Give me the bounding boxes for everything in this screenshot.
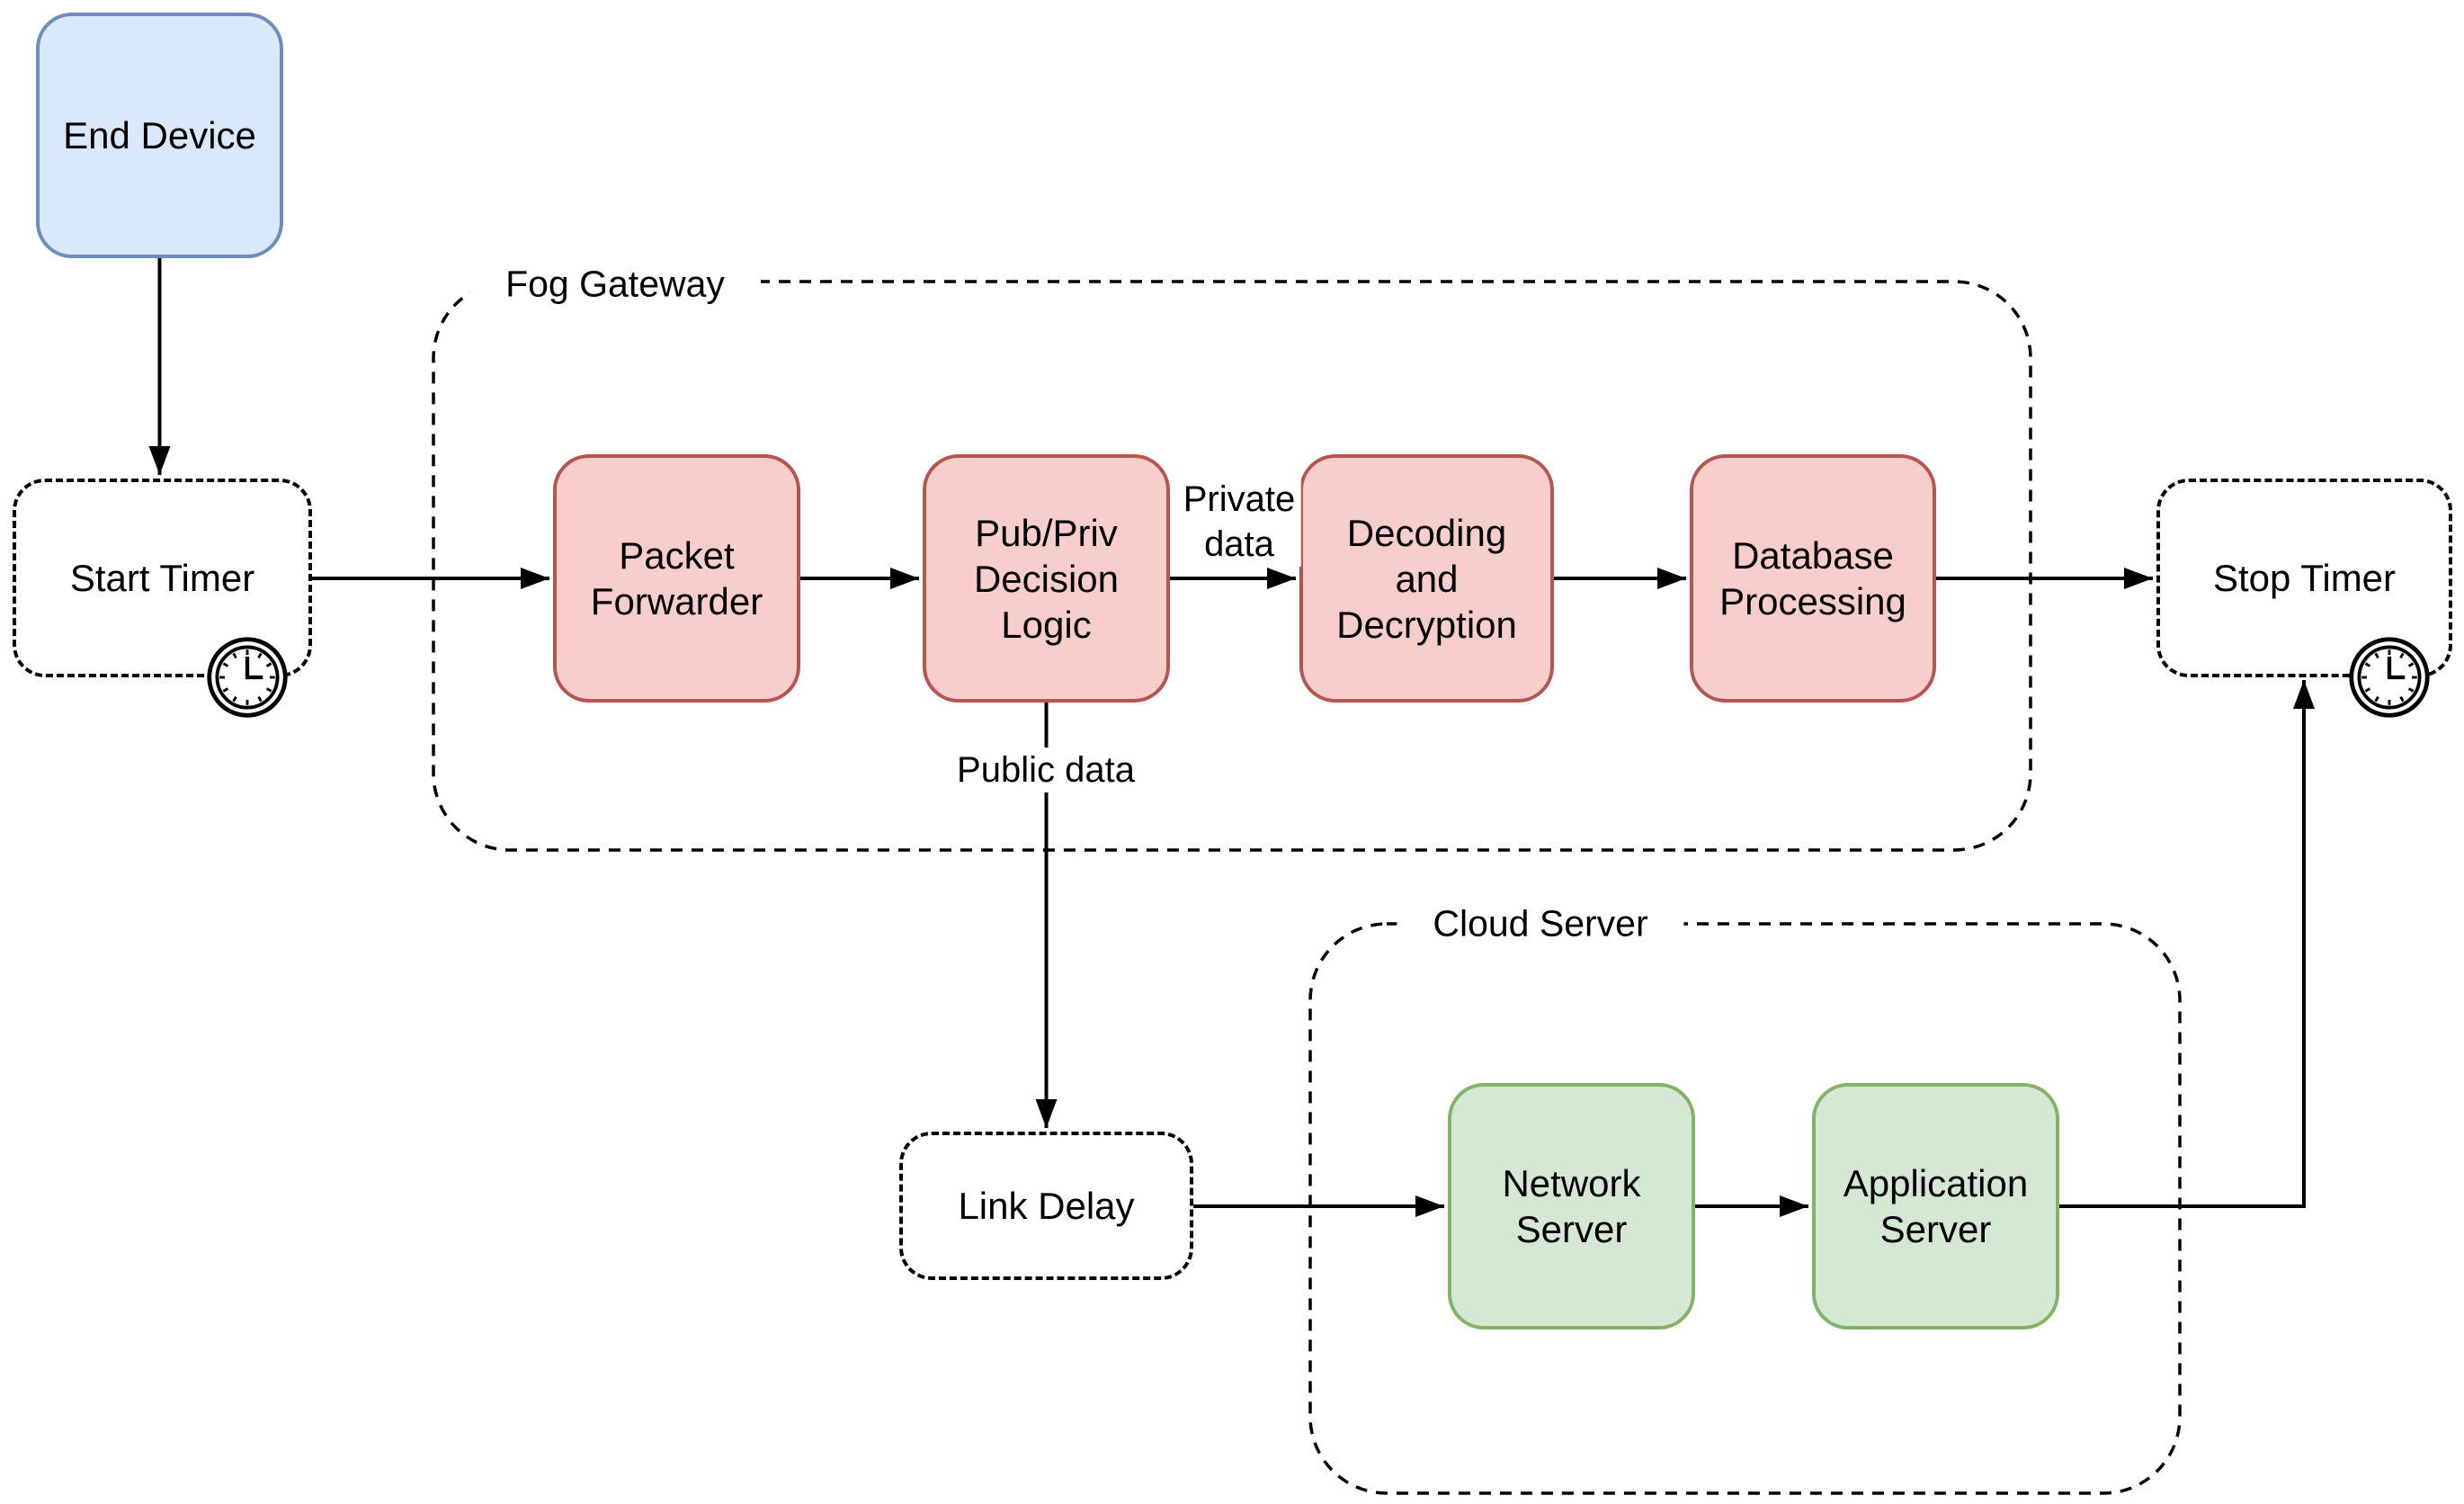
pub-priv-decision-logic-node: Pub/Priv Decision Logic (923, 454, 1170, 703)
fog-gateway-container-outline (432, 280, 2032, 852)
end-device-node: End Device (36, 13, 283, 258)
packet-forwarder-node: Packet Forwarder (553, 454, 800, 703)
clock-icon (2349, 637, 2430, 718)
link-delay-label: Link Delay (958, 1185, 1135, 1227)
application-server-label: Application Server (1843, 1162, 2029, 1250)
edge-application-server-to-stop-timer (2059, 680, 2315, 1208)
database-processing-node: Database Processing (1690, 454, 1936, 703)
end-device-label: End Device (63, 114, 256, 157)
fog-gateway-title: Fog Gateway (469, 263, 761, 306)
decoding-and-decryption-label: Decoding and Decryption (1336, 511, 1517, 646)
link-delay-node: Link Delay (899, 1132, 1193, 1280)
database-processing-label: Database Processing (1719, 534, 1906, 622)
stop-timer-label: Stop Timer (2212, 557, 2397, 599)
clock-icon (207, 637, 288, 718)
pub-priv-decision-logic-label: Pub/Priv Decision Logic (973, 511, 1120, 646)
network-server-label: Network Server (1502, 1162, 1641, 1250)
application-server-node: Application Server (1812, 1083, 2059, 1329)
cloud-server-title: Cloud Server (1397, 902, 1684, 945)
private-data-edge-label: Private data (1177, 477, 1301, 567)
cloud-server-container-outline (1308, 922, 2182, 1495)
start-timer-label: Start Timer (69, 557, 255, 599)
decoding-and-decryption-node: Decoding and Decryption (1299, 454, 1554, 703)
public-data-edge-label: Public data (951, 748, 1140, 792)
packet-forwarder-label: Packet Forwarder (590, 534, 763, 622)
network-server-node: Network Server (1448, 1083, 1695, 1329)
